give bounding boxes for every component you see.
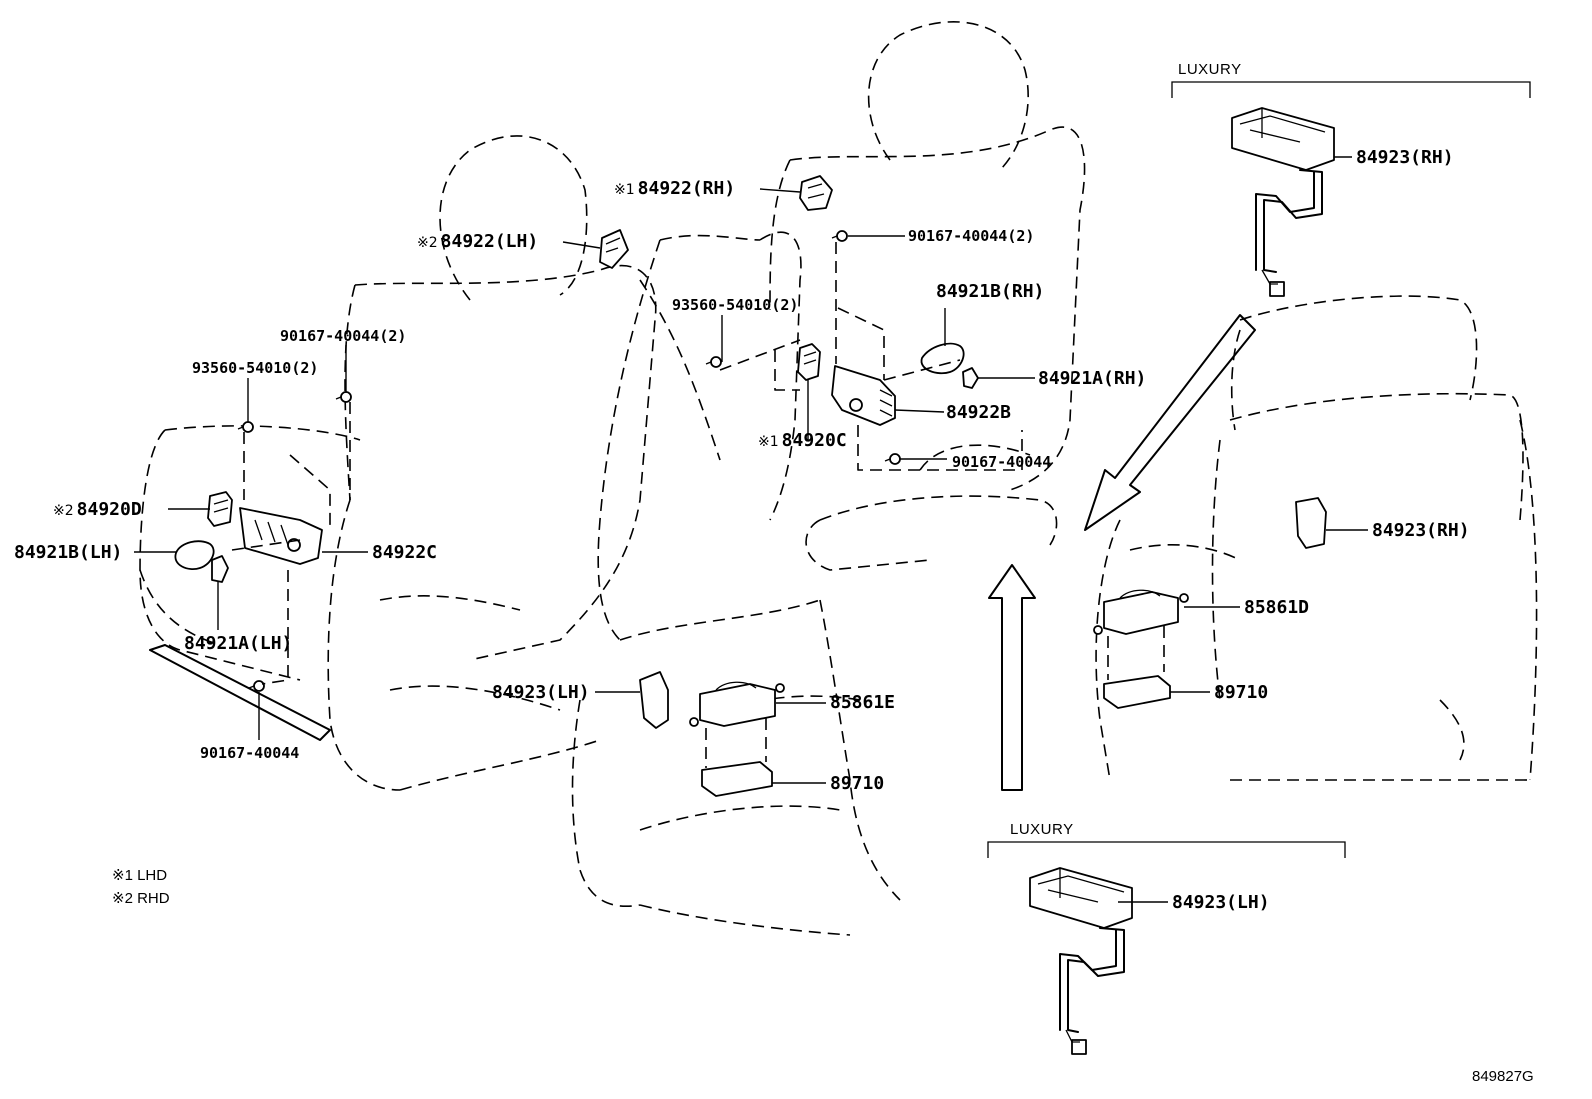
part-89710-center bbox=[701, 761, 773, 797]
callout-93560-54010-2-left: 93560-54010(2) bbox=[192, 359, 319, 377]
part-84923-rh-switch bbox=[1295, 497, 1327, 549]
part-84921a-lh bbox=[211, 555, 229, 583]
part-84923-rh-luxury bbox=[1231, 107, 1335, 297]
callout-84921a-rh: 84921A(RH) bbox=[1038, 368, 1147, 389]
callout-90167-40044-2-center: 90167-40044(2) bbox=[908, 227, 1035, 245]
drawing-number: 849827G bbox=[1472, 1068, 1534, 1085]
callout-85861e: 85861E bbox=[830, 692, 896, 713]
part-89710-right bbox=[1103, 675, 1171, 709]
assembly-lines bbox=[231, 242, 1023, 685]
center-seat-outline bbox=[571, 21, 1086, 936]
part-85861e bbox=[689, 681, 785, 727]
part-84920c bbox=[797, 343, 821, 381]
callout-84922c: 84922C bbox=[372, 542, 438, 563]
part-84922-lh bbox=[599, 229, 629, 269]
callout-90167-40044-2-left: 90167-40044(2) bbox=[280, 327, 407, 345]
part-84921b-rh bbox=[920, 342, 965, 375]
part-84921a-rh bbox=[962, 367, 979, 389]
right-seat-outline bbox=[1095, 295, 1538, 781]
part-84922-rh bbox=[799, 175, 833, 211]
luxury-bracket-bottom bbox=[987, 841, 1346, 858]
callout-84923-rh: 84923(RH) bbox=[1372, 520, 1470, 541]
callout-84922b: 84922B bbox=[946, 402, 1012, 423]
note-rhd: ※2 RHD bbox=[112, 890, 170, 907]
note-lhd: ※1 LHD bbox=[112, 867, 168, 884]
luxury-header-bottom: LUXURY bbox=[1010, 821, 1074, 838]
luxury-bracket-top bbox=[1171, 81, 1531, 98]
part-84922c bbox=[239, 507, 323, 565]
callout-93560-54010-2-center: 93560-54010(2) bbox=[672, 296, 799, 314]
callout-84921a-lh: 84921A(LH) bbox=[184, 633, 293, 654]
callout-84923-rh-luxury: 84923(RH) bbox=[1356, 147, 1454, 168]
direction-arrows bbox=[988, 314, 1256, 791]
fasteners bbox=[237, 230, 901, 692]
part-84920d bbox=[207, 491, 233, 527]
callout-84923-lh: 84923(LH) bbox=[492, 682, 590, 703]
callout-90167-40044-center: 90167-40044 bbox=[952, 453, 1052, 471]
leader-lines bbox=[134, 156, 1368, 903]
part-85861d bbox=[1093, 589, 1189, 635]
callout-90167-40044-left: 90167-40044 bbox=[200, 744, 300, 762]
callout-89710-right: 89710 bbox=[1214, 682, 1269, 703]
part-84921b-lh bbox=[174, 540, 215, 570]
callout-84921b-lh: 84921B(LH) bbox=[14, 542, 123, 563]
luxury-header-top: LUXURY bbox=[1178, 61, 1242, 78]
part-84922b bbox=[831, 365, 896, 426]
callout-85861d: 85861D bbox=[1244, 597, 1310, 618]
callout-84923-lh-luxury: 84923(LH) bbox=[1172, 892, 1270, 913]
callout-89710-center: 89710 bbox=[830, 773, 885, 794]
left-seat-outline bbox=[139, 135, 657, 791]
part-84923-lh-luxury bbox=[1029, 867, 1133, 1055]
part-84923-lh-switch bbox=[639, 671, 669, 729]
callout-84921b-rh: 84921B(RH) bbox=[936, 281, 1045, 302]
